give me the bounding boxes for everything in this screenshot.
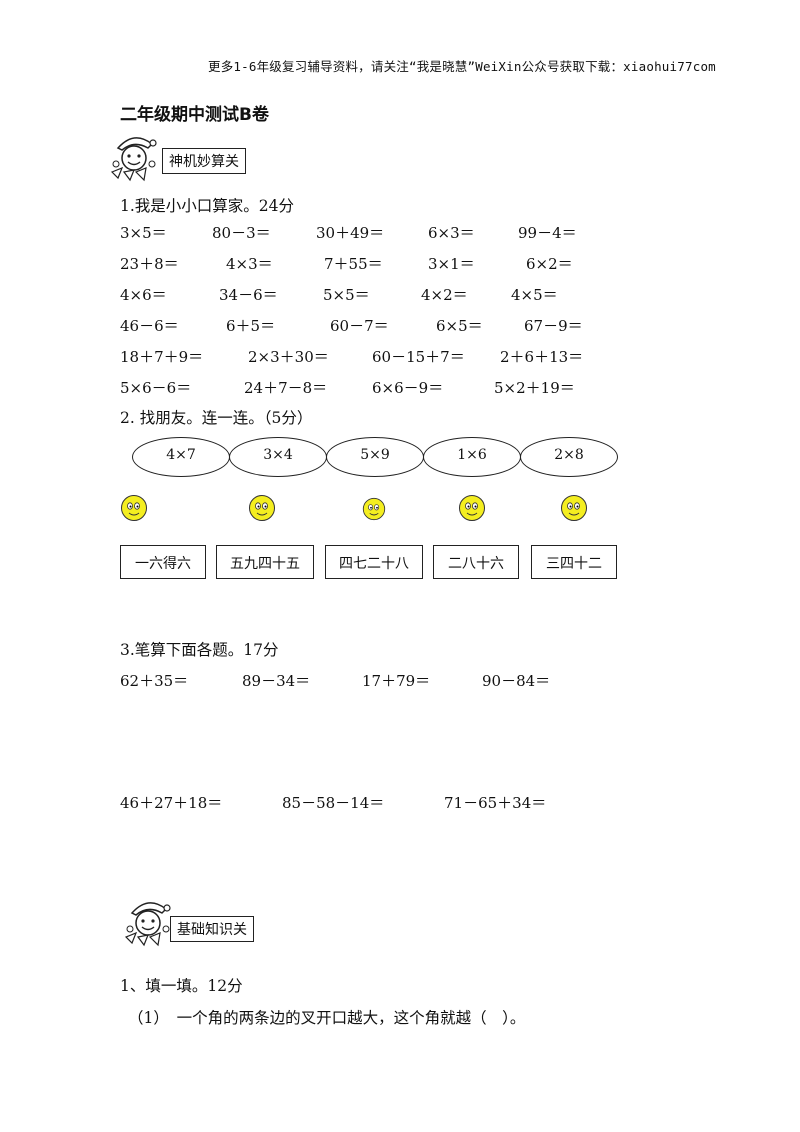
calc-item: 24＋7－8＝ [244, 379, 328, 397]
card-label: 四七二十八 [339, 556, 409, 572]
written-calc-item: 62＋35＝ [120, 672, 189, 690]
section1-heading: 1.我是小小口算家。24分 [120, 197, 295, 215]
banner-label-2: 基础知识关 [170, 916, 254, 942]
card-label: 三四十二 [546, 556, 602, 572]
calc-item: 23＋8＝ [120, 255, 179, 273]
oval-row: 4×7 3×4 5×9 1×6 2×8 [132, 437, 618, 477]
oval-label: 5×9 [360, 447, 390, 463]
calc-item: 60－15＋7＝ [372, 348, 465, 366]
smiley-icon [249, 495, 275, 521]
calc-item: 5×5＝ [323, 286, 370, 304]
calc-item: 6×3＝ [428, 224, 475, 242]
answer-card[interactable]: 四七二十八 [325, 545, 423, 579]
oval-label: 3×4 [263, 447, 293, 463]
section2-heading: 2. 找朋友。连一连。（5分） [120, 409, 313, 427]
calc-item: 46－6＝ [120, 317, 179, 335]
section3-heading: 3.笔算下面各题。17分 [120, 641, 279, 659]
written-calc-item: 90－84＝ [482, 672, 551, 690]
clown-mascot-icon [124, 902, 171, 947]
smiley-icon [561, 495, 587, 521]
calc-item: 6＋5＝ [226, 317, 276, 335]
calc-item: 80－3＝ [212, 224, 271, 242]
calc-item: 4×5＝ [511, 286, 558, 304]
calc-item: 3×5＝ [120, 224, 167, 242]
oval-expression[interactable]: 3×4 [229, 437, 327, 477]
answer-card[interactable]: 一六得六 [120, 545, 206, 579]
calc-item: 6×5＝ [436, 317, 483, 335]
calc-item: 7＋55＝ [324, 255, 383, 273]
calc-item: 4×2＝ [421, 286, 468, 304]
smiley-icon [459, 495, 485, 521]
card-label: 五九四十五 [230, 556, 300, 572]
section4-heading: 1、填一填。12分 [120, 977, 243, 995]
answer-card[interactable]: 三四十二 [531, 545, 617, 579]
calc-item: 34－6＝ [219, 286, 278, 304]
calc-item: 18＋7＋9＝ [120, 348, 204, 366]
oval-label: 2×8 [554, 447, 584, 463]
written-calc-item: 71－65＋34＝ [444, 794, 547, 812]
oval-expression[interactable]: 2×8 [520, 437, 618, 477]
written-calc-item: 89－34＝ [242, 672, 311, 690]
fill-item-1: （1） 一个角的两条边的叉开口越大，这个角就越（ ）。 [128, 1009, 526, 1027]
calc-item: 4×3＝ [226, 255, 273, 273]
calc-item: 5×2＋19＝ [494, 379, 575, 397]
oval-expression[interactable]: 1×6 [423, 437, 521, 477]
answer-card[interactable]: 二八十六 [433, 545, 519, 579]
header-note: 更多1-6年级复习辅导资料，请关注“我是晓慧”WeiXin公众号获取下载：xia… [208, 59, 716, 74]
written-calc-item: 17＋79＝ [362, 672, 431, 690]
smiley-icon [362, 497, 386, 521]
calc-item: 30＋49＝ [316, 224, 385, 242]
oval-expression[interactable]: 5×9 [326, 437, 424, 477]
oval-label: 4×7 [166, 447, 196, 463]
answer-card[interactable]: 五九四十五 [216, 545, 314, 579]
card-label: 二八十六 [448, 556, 504, 572]
calc-item: 5×6－6＝ [120, 379, 192, 397]
written-calc-item: 46＋27＋18＝ [120, 794, 223, 812]
calc-item: 3×1＝ [428, 255, 475, 273]
oval-label: 1×6 [457, 447, 487, 463]
calc-item: 67－9＝ [524, 317, 583, 335]
card-label: 一六得六 [135, 556, 191, 572]
banner-mascot-1: 神机妙算关 [104, 128, 264, 184]
smiley-icon [121, 495, 147, 521]
banner-label-1: 神机妙算关 [162, 148, 246, 174]
page-title: 二年级期中测试B卷 [120, 105, 269, 125]
calc-item: 2×3＋30＝ [248, 348, 329, 366]
calc-item: 99－4＝ [518, 224, 577, 242]
clown-mascot-icon [110, 137, 157, 182]
calc-item: 60－7＝ [330, 317, 389, 335]
written-calc-item: 85－58－14＝ [282, 794, 385, 812]
calc-item: 6×6－9＝ [372, 379, 444, 397]
calc-item: 4×6＝ [120, 286, 167, 304]
oval-expression[interactable]: 4×7 [132, 437, 230, 477]
calc-item: 6×2＝ [526, 255, 573, 273]
calc-item: 2＋6＋13＝ [500, 348, 584, 366]
banner-mascot-2: 基础知识关 [118, 892, 278, 952]
